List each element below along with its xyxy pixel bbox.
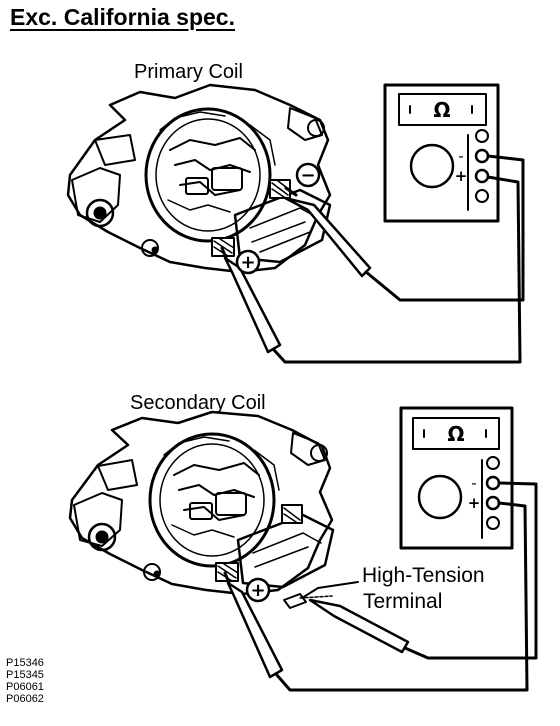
meter-plus-label: +: [468, 494, 481, 512]
figure-code: P15346: [6, 657, 44, 669]
distributor-secondary: [68, 410, 335, 609]
meter-ohm-symbol: Ω: [447, 422, 464, 446]
figure-code: P15345: [6, 669, 44, 681]
high-tension-leader: [301, 581, 359, 599]
high-tension-label-line2: Terminal: [363, 590, 443, 613]
wire-minus-secondary: [403, 481, 538, 660]
meter-minus-label: -: [471, 474, 476, 492]
polarity-minus-sign: −: [300, 165, 315, 186]
polarity-plus-primary: +: [235, 249, 261, 275]
polarity-plus-secondary: +: [245, 577, 271, 603]
probe-minus-secondary: [308, 598, 410, 654]
figure-codes: P15346 P15345 P06061 P06062: [6, 657, 44, 705]
ohmmeter-primary: Ω - +: [383, 83, 500, 223]
wire-plus-primary: [272, 175, 522, 364]
polarity-plus-sign: +: [240, 252, 255, 273]
ohmmeter-secondary: Ω - +: [399, 406, 514, 550]
meter-plus-label: +: [455, 167, 468, 185]
high-tension-terminal: [283, 593, 333, 609]
polarity-plus-sign: +: [250, 580, 265, 601]
wire-minus-primary: [364, 154, 525, 302]
distributor-primary: [66, 83, 332, 274]
figure-code: P06061: [6, 681, 44, 693]
high-tension-terminal-label: High-Tension Terminal: [362, 563, 485, 615]
figure-code: P06062: [6, 693, 44, 705]
wire-plus-secondary: [274, 501, 529, 692]
spec-title: Exc. California spec.: [10, 4, 235, 30]
high-tension-label-line1: High-Tension: [362, 564, 485, 587]
meter-minus-label: -: [458, 147, 463, 165]
polarity-minus-primary: −: [295, 162, 321, 188]
meter-ohm-symbol: Ω: [433, 98, 450, 122]
secondary-coil-label: Secondary Coil: [130, 392, 266, 414]
primary-coil-label: Primary Coil: [134, 61, 243, 83]
